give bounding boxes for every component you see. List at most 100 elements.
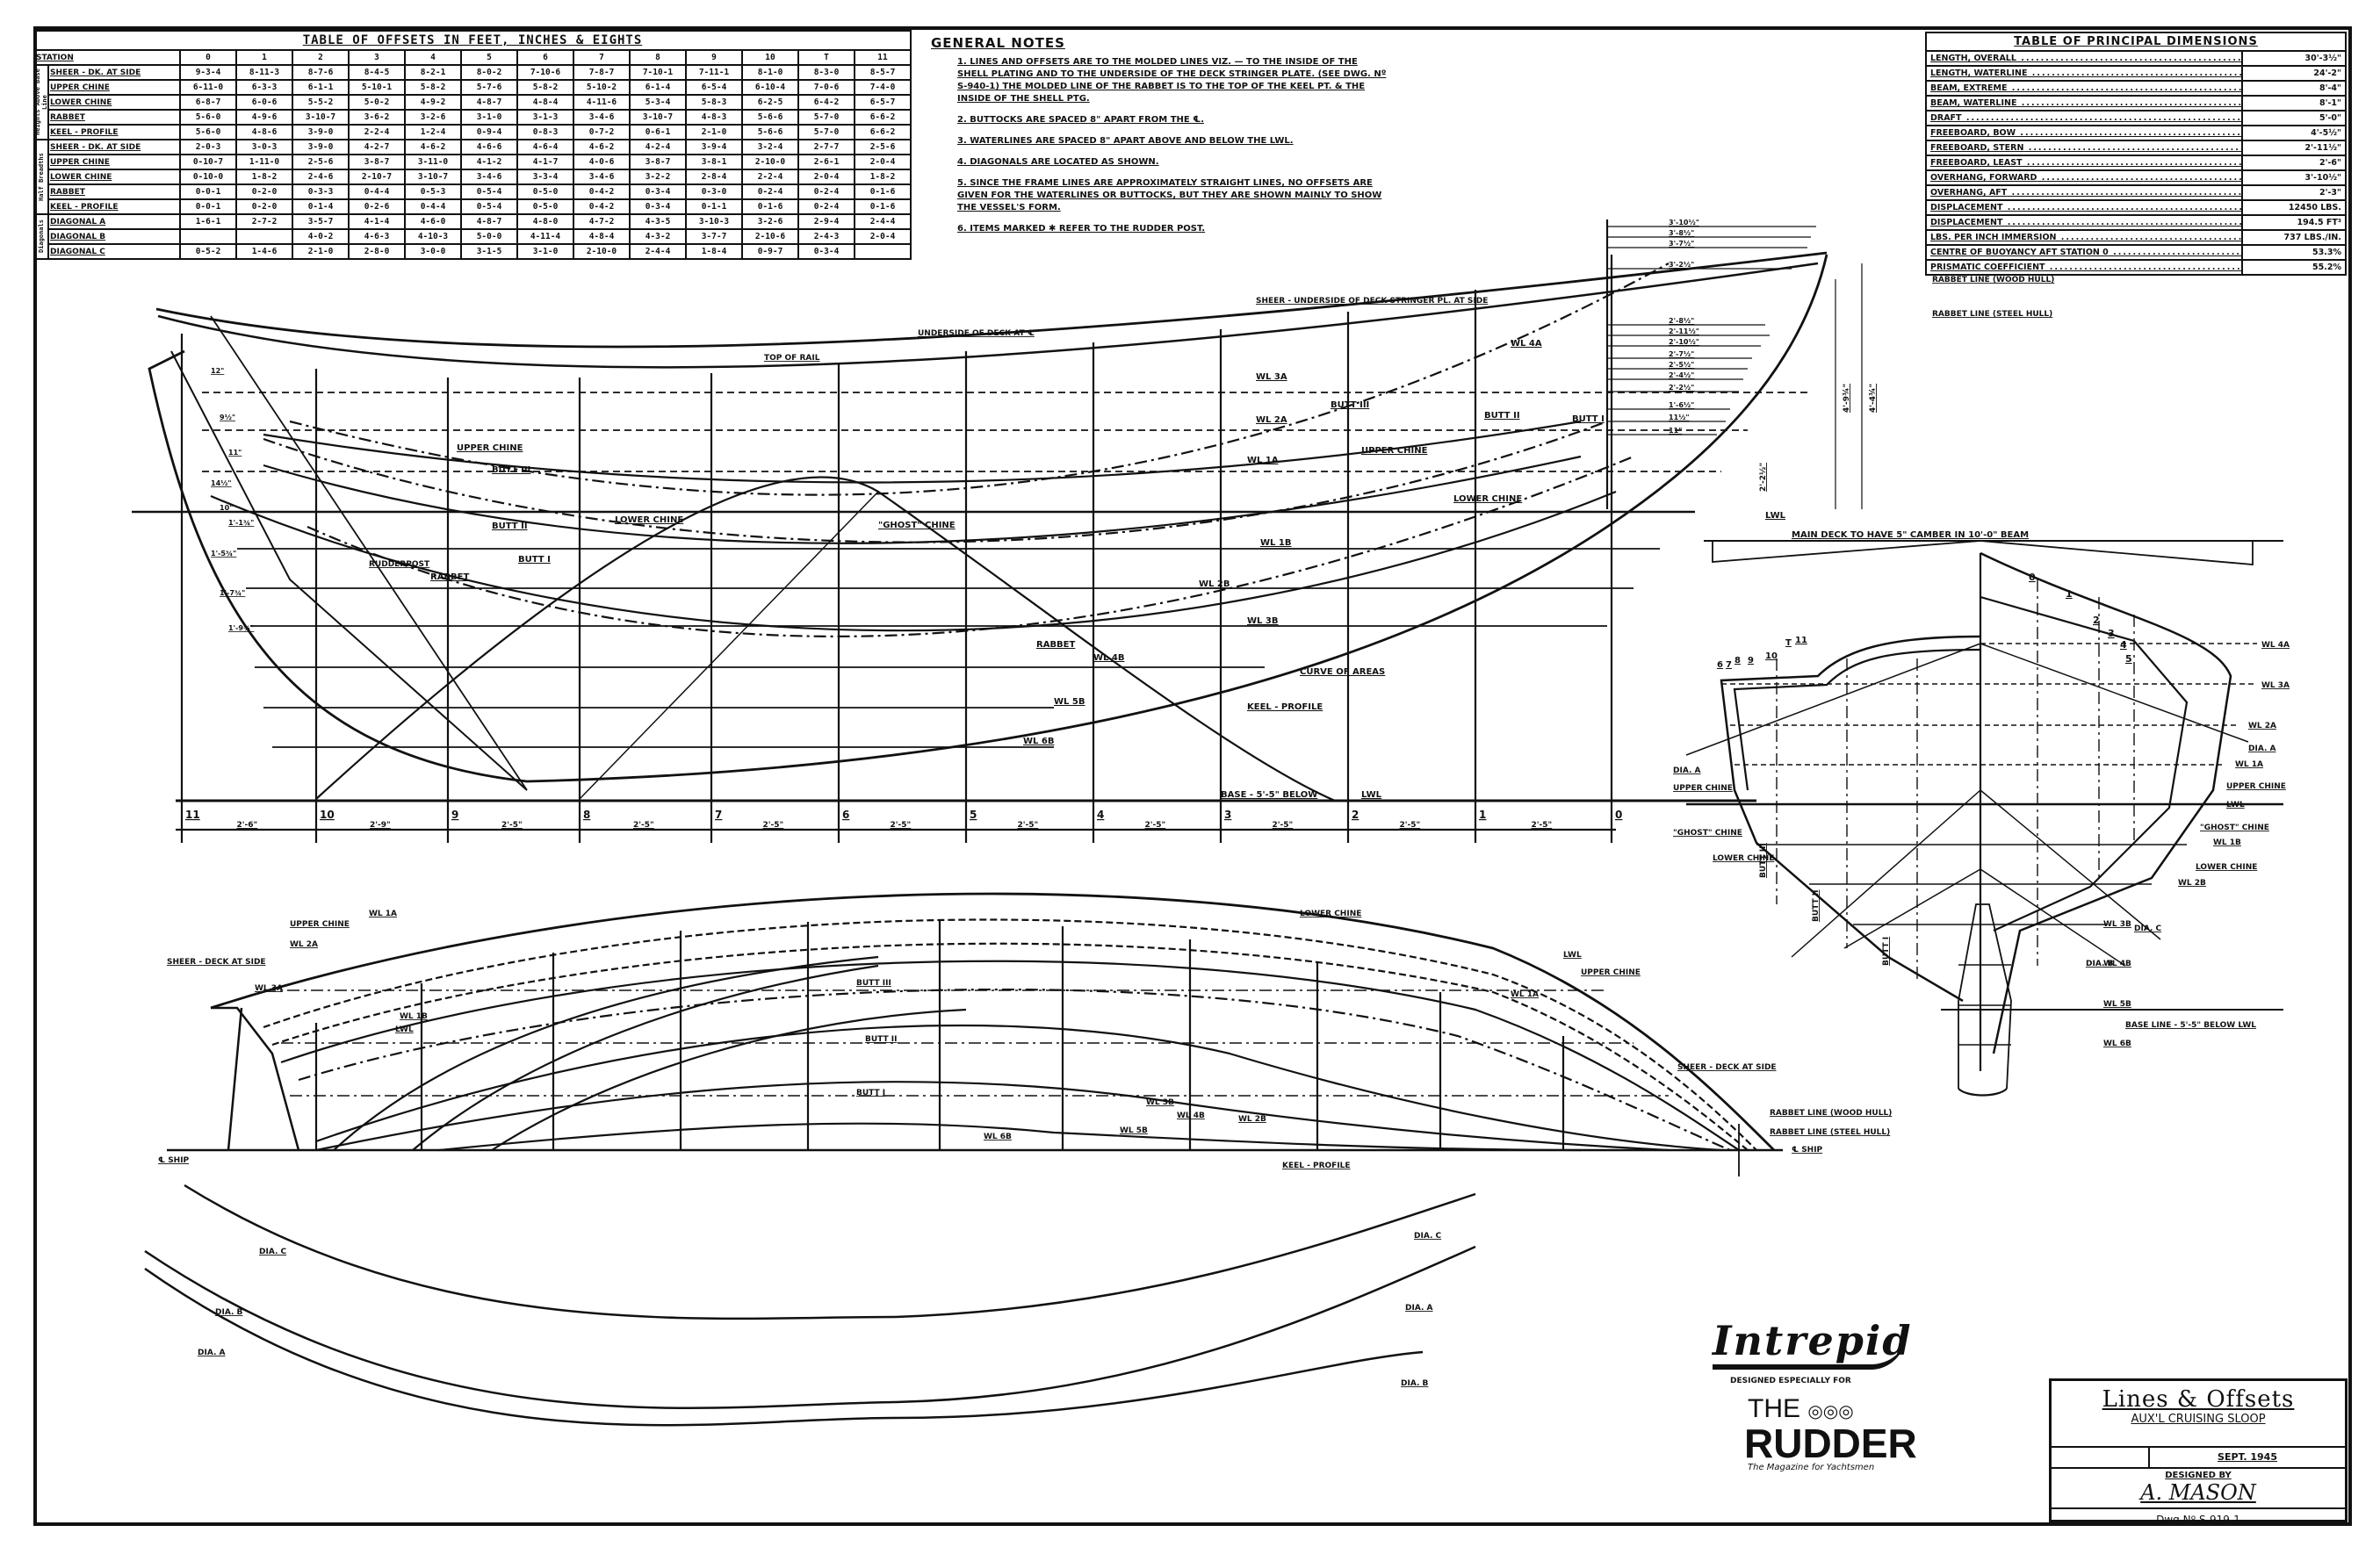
- lwl-arc: [412, 964, 879, 1151]
- station-col: 9: [685, 49, 743, 66]
- title-row: Lines & Offsets Aux'l Cruising Sloop: [2052, 1386, 2345, 1448]
- offsets-cell: 6-4-2: [797, 94, 855, 111]
- offsets-cell: 0-1-4: [292, 198, 350, 215]
- stern-dimension-label: 1'-1¾": [228, 519, 254, 527]
- lwl-label: LWL: [1765, 511, 1786, 521]
- camber-note: Main Deck To Have 5" Camber In 10'-0" Be…: [1792, 530, 2029, 540]
- offsets-cell: 3-4-6: [573, 169, 631, 185]
- buttock-label: Butt I: [1572, 414, 1605, 424]
- station-number: 7: [715, 809, 722, 821]
- offsets-cell: 3-10-7: [404, 169, 462, 185]
- offsets-cell: 4-6-2: [573, 139, 631, 155]
- body-plan-label: WL 6B: [2103, 1040, 2131, 1048]
- half-breadth-label: Butt I: [856, 1089, 885, 1097]
- half-breadth-label: WL 1A: [369, 910, 397, 918]
- dimension-value: 737 Lbs./In.: [2241, 229, 2347, 246]
- body-plan-label: WL 4B: [2103, 960, 2131, 968]
- offsets-cell: 8-11-3: [235, 64, 293, 81]
- half-breadth-label: WL 5B: [1120, 1126, 1148, 1135]
- rudder-logo: Intrepid Designed Especially For THE ◎◎◎…: [1713, 1317, 1941, 1472]
- dimension-row: Beam, Extreme8'-4": [1925, 80, 2347, 97]
- offsets-cell: 6-5-4: [685, 79, 743, 96]
- dimension-label: Freeboard, Least: [1925, 155, 2243, 171]
- half-breadth-label: Lower Chine: [1300, 910, 1361, 918]
- offsets-cell: 7-10-1: [629, 64, 687, 81]
- station-spacing-label: 2'-5": [633, 821, 654, 830]
- offsets-table: Table Of Offsets In Feet, Inches & Eight…: [33, 30, 912, 260]
- offsets-row: Lower Chine0-10-01-8-22-4-62-10-73-10-73…: [34, 169, 912, 185]
- body-plan-buttocks: [1776, 579, 2135, 983]
- station-col: 3: [348, 49, 406, 66]
- designer-row: Designed By A. Mason: [2052, 1469, 2345, 1509]
- underside-deck-label: Underside Of Deck At ℄: [918, 329, 1035, 338]
- butt-arc: [491, 1008, 967, 1151]
- offsets-cell: 1-8-2: [235, 169, 293, 185]
- offsets-cell: 3-2-4: [741, 139, 799, 155]
- station-number: 5: [970, 809, 977, 821]
- bow-height-label: 4'-9¾": [1843, 384, 1851, 413]
- bow-dimensions: [1607, 226, 1863, 509]
- dimension-row: Overhang, Forward3'-10½": [1925, 169, 2347, 186]
- offsets-cell: 3-2-6: [741, 213, 799, 230]
- offsets-cell: 2-9-4: [797, 213, 855, 230]
- bow-dimension-label: 2'-5½": [1669, 360, 1694, 369]
- offsets-cell: [235, 228, 293, 245]
- station-spacing-label: 2'-9": [370, 821, 391, 830]
- bow-dimension-label: 3'-10½": [1669, 218, 1699, 227]
- stern-dimension-label: 9½": [220, 413, 235, 421]
- lwl-label: LWL: [1361, 790, 1382, 800]
- offsets-cell: 8-0-2: [460, 64, 518, 81]
- offsets-cell: 3-10-7: [629, 109, 687, 126]
- stern-dimension-label: 1'-5¾": [211, 550, 236, 558]
- body-station-number: 9: [1748, 656, 1754, 665]
- buttock-label: Butt II: [1484, 411, 1520, 421]
- dimension-label: Overhang, Forward: [1925, 169, 2243, 186]
- buttock-iii-profile: [289, 263, 1670, 496]
- waterline-label: WL 2A: [1256, 415, 1287, 425]
- offsets-cell: 8-3-0: [797, 64, 855, 81]
- offsets-cell: 6-6-2: [854, 109, 912, 126]
- drawing-title: Lines & Offsets: [2102, 1386, 2295, 1413]
- offsets-cell: 8-5-7: [854, 64, 912, 81]
- body-station-number: 7: [1726, 660, 1732, 670]
- offsets-cell: 8-7-6: [292, 64, 350, 81]
- rabbet-label: Rabbet: [430, 572, 470, 582]
- offsets-cell: 2-1-0: [292, 243, 350, 260]
- half-breadth-label: Sheer - Deck At Side: [1677, 1063, 1777, 1072]
- body-station-number: 0: [2029, 572, 2036, 583]
- body-plan-label: WL 4A: [2261, 641, 2290, 650]
- body-station-number: 4: [2120, 639, 2127, 651]
- body-station-number: 2: [2093, 615, 2100, 626]
- bow-dimension-label: 2'-7½": [1669, 349, 1694, 358]
- ghost-chine-label: "Ghost" Chine: [878, 521, 956, 530]
- offsets-cell: 8-1-0: [741, 64, 799, 81]
- bp-dia-b-fwd: [1980, 868, 2126, 967]
- rudder-post-line: [170, 350, 528, 791]
- offsets-cell: 7-4-0: [854, 79, 912, 96]
- body-station-number: 10: [1765, 651, 1778, 661]
- offsets-cell: 4-3-2: [629, 228, 687, 245]
- offsets-cell: 4-8-4: [573, 228, 631, 245]
- dimension-row: Overhang, Aft2'-3": [1925, 184, 2347, 201]
- offsets-cell: 3-9-0: [292, 124, 350, 140]
- note-item: 6. Items Marked ✱ Refer To The Rudder Po…: [957, 224, 1206, 234]
- offsets-cell: 4-6-0: [404, 213, 462, 230]
- offsets-cell: 2-7-2: [235, 213, 293, 230]
- keel-section: [1958, 903, 2012, 1090]
- offsets-cell: 7-0-6: [797, 79, 855, 96]
- offsets-cell: 6-5-7: [854, 94, 912, 111]
- offsets-cell: 8-4-5: [348, 64, 406, 81]
- half-breadth-label: WL 4B: [1177, 1112, 1205, 1120]
- curve-of-areas-label: Curve Of Areas: [1300, 667, 1385, 677]
- blank-cell: [2052, 1448, 2150, 1467]
- offsets-cell: 4-1-2: [460, 154, 518, 170]
- dimension-row: Displacement194.5 Ft³: [1925, 214, 2347, 231]
- offsets-cell: 2-1-0: [685, 124, 743, 140]
- profile-view: [132, 219, 1863, 843]
- lower-waterlines: [237, 548, 1660, 748]
- half-breadth-label: WL 1A: [1511, 990, 1539, 999]
- offsets-cell: 5-8-2: [516, 79, 574, 96]
- dimension-value: 2'-11½": [2241, 140, 2347, 156]
- bow-dimension-label: 2'-2½": [1669, 383, 1694, 392]
- half-breadth-label: ℄ Ship: [1792, 1146, 1823, 1155]
